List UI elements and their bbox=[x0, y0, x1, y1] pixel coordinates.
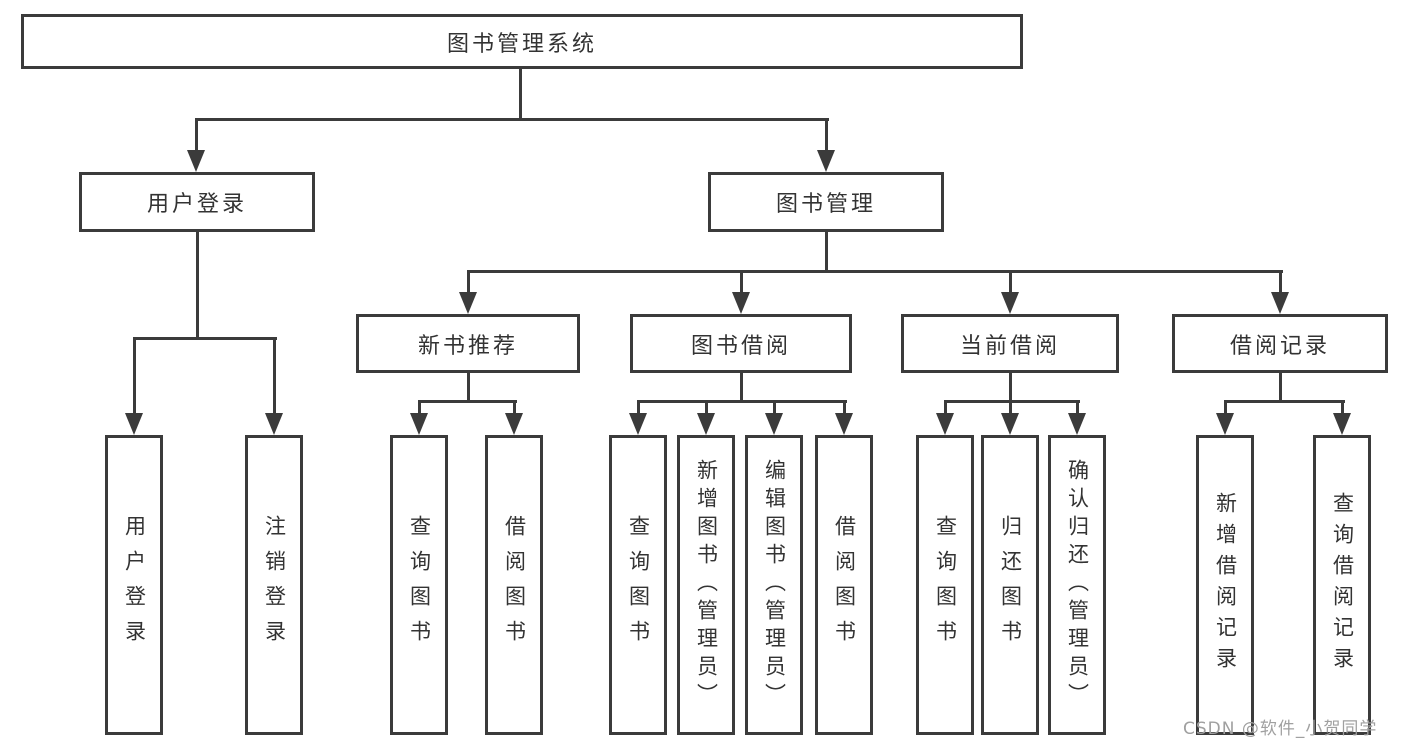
watermark: CSDN @软件_小贺同学 bbox=[1183, 719, 1378, 739]
leaf-query-books-recommend: 查询图书 bbox=[390, 435, 448, 735]
leaf-logout: 注销登录 bbox=[245, 435, 303, 735]
leaf-edit-book-admin: 编辑图书（管理员） bbox=[745, 435, 803, 735]
connector-vline bbox=[1279, 270, 1282, 294]
connector-vline bbox=[773, 400, 776, 415]
node-book-management: 图书管理 bbox=[708, 172, 944, 232]
connector-hline bbox=[1224, 400, 1345, 403]
arrow-down-icon bbox=[1001, 413, 1019, 435]
node-label: 图书管理系统 bbox=[446, 31, 597, 57]
leaf-label: 归还图书 bbox=[998, 515, 1023, 655]
connector-vline bbox=[705, 400, 708, 415]
connector-vline bbox=[1341, 400, 1344, 415]
node-current-borrowing: 当前借阅 bbox=[901, 314, 1119, 373]
arrow-down-icon bbox=[817, 150, 835, 172]
connector-vline bbox=[1076, 400, 1079, 415]
arrow-down-icon bbox=[125, 413, 143, 435]
leaf-label: 编辑图书（管理员） bbox=[762, 459, 787, 711]
arrow-down-icon bbox=[187, 150, 205, 172]
connector-vline bbox=[825, 118, 828, 154]
leaf-confirm-return-admin: 确认归还（管理员） bbox=[1048, 435, 1106, 735]
node-borrow-records: 借阅记录 bbox=[1172, 314, 1388, 373]
connector-vline bbox=[467, 270, 470, 294]
arrow-down-icon bbox=[629, 413, 647, 435]
leaf-label: 借阅图书 bbox=[832, 515, 857, 655]
leaf-label: 查询借阅记录 bbox=[1330, 492, 1355, 678]
arrow-down-icon bbox=[732, 292, 750, 314]
connector-vline bbox=[740, 270, 743, 294]
connector-hline bbox=[637, 400, 847, 403]
node-book-borrowing: 图书借阅 bbox=[630, 314, 852, 373]
node-library-system: 图书管理系统 bbox=[21, 14, 1023, 69]
leaf-label: 查询图书 bbox=[407, 515, 432, 655]
connector-vline bbox=[513, 400, 516, 415]
arrow-down-icon bbox=[1068, 413, 1086, 435]
leaf-label: 查询图书 bbox=[626, 515, 651, 655]
arrow-down-icon bbox=[936, 413, 954, 435]
connector-vline bbox=[1009, 373, 1012, 400]
leaf-borrow-books-borrowing: 借阅图书 bbox=[815, 435, 873, 735]
leaf-label: 确认归还（管理员） bbox=[1065, 459, 1090, 711]
connector-vline bbox=[273, 337, 276, 415]
connector-vline bbox=[195, 118, 198, 154]
leaf-label: 新增借阅记录 bbox=[1213, 492, 1238, 678]
arrow-down-icon bbox=[1271, 292, 1289, 314]
connector-vline bbox=[196, 232, 199, 337]
connector-vline bbox=[418, 400, 421, 415]
arrow-down-icon bbox=[765, 413, 783, 435]
node-label: 借阅记录 bbox=[1229, 333, 1330, 359]
arrow-down-icon bbox=[410, 413, 428, 435]
leaf-add-book-admin: 新增图书（管理员） bbox=[677, 435, 735, 735]
connector-hline bbox=[133, 337, 277, 340]
arrow-down-icon bbox=[505, 413, 523, 435]
node-label: 图书借阅 bbox=[690, 333, 791, 359]
leaf-query-borrow-record: 查询借阅记录 bbox=[1313, 435, 1371, 735]
node-user-login: 用户登录 bbox=[79, 172, 315, 232]
leaf-add-borrow-record: 新增借阅记录 bbox=[1196, 435, 1254, 735]
connector-vline bbox=[843, 400, 846, 415]
arrow-down-icon bbox=[1333, 413, 1351, 435]
arrow-down-icon bbox=[835, 413, 853, 435]
connector-vline bbox=[1224, 400, 1227, 415]
leaf-label: 注销登录 bbox=[262, 515, 287, 655]
leaf-label: 借阅图书 bbox=[502, 515, 527, 655]
node-label: 用户登录 bbox=[146, 192, 247, 217]
arrow-down-icon bbox=[265, 413, 283, 435]
connector-vline bbox=[467, 373, 470, 400]
connector-hline bbox=[418, 400, 517, 403]
connector-vline bbox=[1009, 270, 1012, 294]
leaf-borrow-books-recommend: 借阅图书 bbox=[485, 435, 543, 735]
leaf-query-books-current: 查询图书 bbox=[916, 435, 974, 735]
node-label: 新书推荐 bbox=[417, 333, 518, 359]
connector-vline bbox=[637, 400, 640, 415]
connector-hline bbox=[467, 270, 1283, 273]
connector-hline bbox=[944, 400, 1080, 403]
connector-vline bbox=[519, 69, 522, 118]
connector-vline bbox=[825, 232, 828, 270]
leaf-label: 查询图书 bbox=[933, 515, 958, 655]
connector-vline bbox=[944, 400, 947, 415]
connector-vline bbox=[1009, 400, 1012, 415]
leaf-label: 新增图书（管理员） bbox=[694, 459, 719, 711]
connector-vline bbox=[1279, 373, 1282, 400]
leaf-label: 用户登录 bbox=[122, 515, 147, 655]
arrow-down-icon bbox=[697, 413, 715, 435]
connector-vline bbox=[133, 337, 136, 415]
node-label: 当前借阅 bbox=[959, 333, 1060, 359]
arrow-down-icon bbox=[1001, 292, 1019, 314]
arrow-down-icon bbox=[1216, 413, 1234, 435]
connector-hline bbox=[195, 118, 829, 121]
node-new-book-recommend: 新书推荐 bbox=[356, 314, 580, 373]
leaf-user-login: 用户登录 bbox=[105, 435, 163, 735]
leaf-return-books: 归还图书 bbox=[981, 435, 1039, 735]
node-label: 图书管理 bbox=[775, 192, 876, 217]
arrow-down-icon bbox=[459, 292, 477, 314]
connector-vline bbox=[740, 373, 743, 400]
leaf-query-books-borrowing: 查询图书 bbox=[609, 435, 667, 735]
